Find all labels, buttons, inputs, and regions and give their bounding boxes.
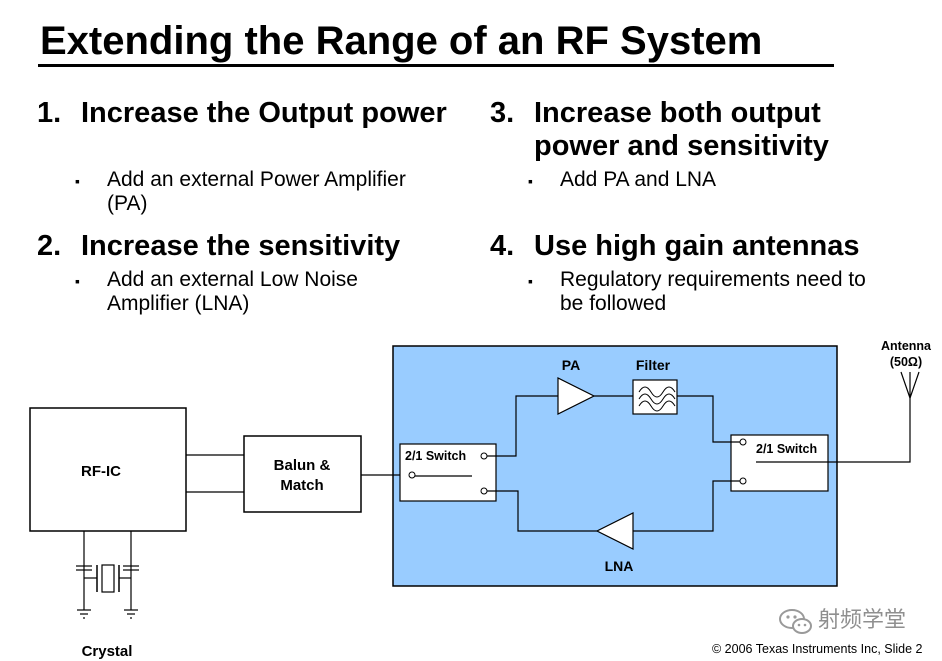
item-2-heading: Increase the sensitivity [81, 230, 401, 262]
filter-icon [632, 379, 678, 415]
title-underline [38, 64, 834, 67]
left-switch-lna-terminal [480, 487, 488, 495]
balun-label-line1: Balun & [274, 457, 331, 474]
wechat-icon [779, 609, 812, 634]
item-4-bullet: ▪ [528, 273, 533, 289]
item-4-heading: Use high gain antennas [534, 230, 860, 262]
pa-amplifier [557, 377, 596, 415]
item-2-number: 2. [37, 230, 62, 262]
item-1-bullet: ▪ [75, 173, 80, 189]
pa-path-in [487, 395, 558, 457]
item-3-detail: Add PA and LNA [560, 168, 717, 191]
item-1-number: 1. [37, 97, 62, 129]
item-3-number: 3. [490, 97, 515, 129]
lna-amplifier [595, 512, 634, 550]
rf-ic-label: RF-IC [81, 463, 121, 480]
filter-label: Filter [636, 357, 671, 373]
item-4-number: 4. [490, 230, 515, 262]
antenna-impedance-label: (50Ω) [890, 355, 922, 369]
right-switch-block [730, 434, 829, 492]
left-switch-label: 2/1 Switch [405, 449, 466, 463]
rf-ic-block [29, 407, 187, 532]
lna-label: LNA [605, 558, 634, 574]
item-4: 4. Use high gain antennas ▪ Regulatory r… [490, 230, 930, 325]
copyright-footer: © 2006 Texas Instruments Inc, Slide 2 [712, 642, 923, 656]
item-2-detail: Add an external Low Noise Amplifier (LNA… [107, 268, 358, 315]
left-switch-common-terminal [408, 471, 416, 479]
antenna-label: Antenna [881, 339, 932, 353]
balun-label-line2: Match [280, 477, 323, 494]
item-2-bullet: ▪ [75, 273, 80, 289]
item-3: 3. Increase both output power and sensit… [490, 97, 930, 197]
right-switch-pa-terminal [739, 438, 747, 446]
crystal-icon [76, 531, 139, 619]
item-1: 1. Increase the Output power ▪ Add an ex… [37, 97, 457, 222]
lna-path-out [487, 490, 597, 532]
filter-switch-line [677, 395, 740, 443]
right-switch-lna-terminal [739, 477, 747, 485]
left-switch-block [399, 443, 497, 502]
item-2: 2. Increase the sensitivity ▪ Add an ext… [37, 230, 457, 325]
slide-title: Extending the Range of an RF System [40, 19, 763, 63]
item-1-detail: Add an external Power Amplifier (PA) [107, 168, 406, 215]
right-switch-label: 2/1 Switch [756, 442, 817, 456]
balun-match-block [243, 435, 362, 513]
item-4-detail: Regulatory requirements need to be follo… [560, 268, 866, 315]
antenna-icon [900, 371, 920, 399]
watermark: 射频学堂 [778, 605, 928, 639]
item-1-heading: Increase the Output power [81, 97, 447, 129]
antenna-feed-line [828, 398, 911, 463]
item-3-heading: Increase both output power and sensitivi… [534, 97, 829, 162]
item-3-bullet: ▪ [528, 173, 533, 189]
left-switch-pa-terminal [480, 452, 488, 460]
watermark-text: 射频学堂 [818, 608, 907, 633]
lna-path-in [633, 480, 740, 532]
crystal-label: Crystal [82, 643, 133, 660]
pa-label: PA [562, 357, 580, 373]
